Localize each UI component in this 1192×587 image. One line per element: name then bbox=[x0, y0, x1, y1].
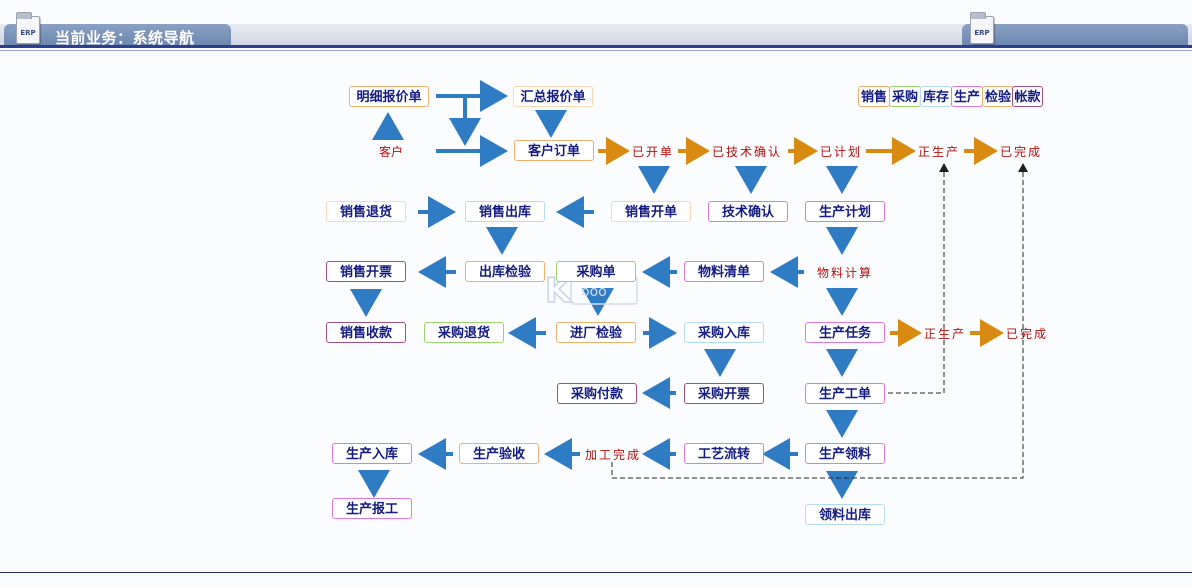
node-tech-confirm[interactable]: 技术确认 bbox=[708, 201, 788, 222]
node-purchase-invoice[interactable]: 采购开票 bbox=[684, 383, 764, 404]
node-incoming-inspection[interactable]: 进厂检验 bbox=[556, 322, 636, 343]
status-order-opened: 已开单 bbox=[632, 145, 675, 159]
tab-accounts[interactable]: 帐款 bbox=[1012, 86, 1043, 107]
node-purchase-return[interactable]: 采购退货 bbox=[424, 322, 504, 343]
tab-inspection[interactable]: 检验 bbox=[982, 86, 1014, 107]
header-title-tab bbox=[4, 24, 231, 46]
svg-text:ooo: ooo bbox=[581, 284, 607, 300]
tab-purchase[interactable]: 采购 bbox=[889, 86, 921, 107]
node-summary-quotation[interactable]: 汇总报价单 bbox=[513, 86, 593, 107]
status-planned: 已计划 bbox=[820, 145, 863, 159]
node-material-calc[interactable]: 物料计算 bbox=[817, 266, 874, 280]
node-production-report[interactable]: 生产报工 bbox=[332, 498, 412, 519]
status-in-production: 正生产 bbox=[918, 145, 961, 159]
node-production-inbound[interactable]: 生产入库 bbox=[332, 443, 412, 464]
erp-document-icon-right: ERP bbox=[970, 12, 994, 44]
status-in-production-2: 正生产 bbox=[924, 327, 967, 341]
node-sales-return[interactable]: 销售退货 bbox=[326, 201, 406, 222]
node-production-work-order[interactable]: 生产工单 bbox=[805, 383, 885, 404]
node-picking-outbound[interactable]: 领料出库 bbox=[805, 504, 885, 525]
header-divider-thin bbox=[0, 50, 1192, 51]
node-sales-invoice[interactable]: 销售开票 bbox=[326, 261, 406, 282]
erp-document-icon: ERP bbox=[16, 12, 40, 44]
tab-inventory[interactable]: 库存 bbox=[920, 86, 952, 107]
node-process-routing[interactable]: 工艺流转 bbox=[684, 443, 764, 464]
header-bar bbox=[0, 24, 1192, 46]
tab-sales[interactable]: 销售 bbox=[858, 86, 890, 107]
status-processing-done: 加工完成 bbox=[585, 448, 642, 462]
status-tech-confirmed: 已技术确认 bbox=[712, 145, 783, 159]
page-title: 当前业务：系统导航 bbox=[55, 29, 195, 47]
node-customer-order[interactable]: 客户订单 bbox=[514, 140, 594, 161]
node-detail-quotation[interactable]: 明细报价单 bbox=[349, 86, 429, 107]
node-production-picking[interactable]: 生产领料 bbox=[805, 443, 885, 464]
status-completed-2: 已完成 bbox=[1006, 327, 1049, 341]
node-bom[interactable]: 物料清单 bbox=[684, 261, 764, 282]
node-sales-order[interactable]: 销售开单 bbox=[611, 201, 691, 222]
label-customer: 客户 bbox=[379, 145, 404, 159]
node-sales-receipt[interactable]: 销售收款 bbox=[326, 322, 406, 343]
node-production-acceptance[interactable]: 生产验收 bbox=[459, 443, 539, 464]
footer-divider bbox=[0, 572, 1192, 573]
node-purchase-payment[interactable]: 采购付款 bbox=[557, 383, 637, 404]
node-purchase-inbound[interactable]: 采购入库 bbox=[684, 322, 764, 343]
node-sales-outbound[interactable]: 销售出库 bbox=[465, 201, 545, 222]
header-divider bbox=[0, 45, 1192, 48]
node-purchase-order[interactable]: 采购单 bbox=[556, 261, 636, 282]
node-outbound-inspection[interactable]: 出库检验 bbox=[465, 261, 545, 282]
node-production-plan[interactable]: 生产计划 bbox=[805, 201, 885, 222]
node-production-task[interactable]: 生产任务 bbox=[805, 322, 885, 343]
header-right-tab bbox=[962, 24, 1188, 46]
status-completed: 已完成 bbox=[1000, 145, 1043, 159]
tab-production[interactable]: 生产 bbox=[951, 86, 983, 107]
